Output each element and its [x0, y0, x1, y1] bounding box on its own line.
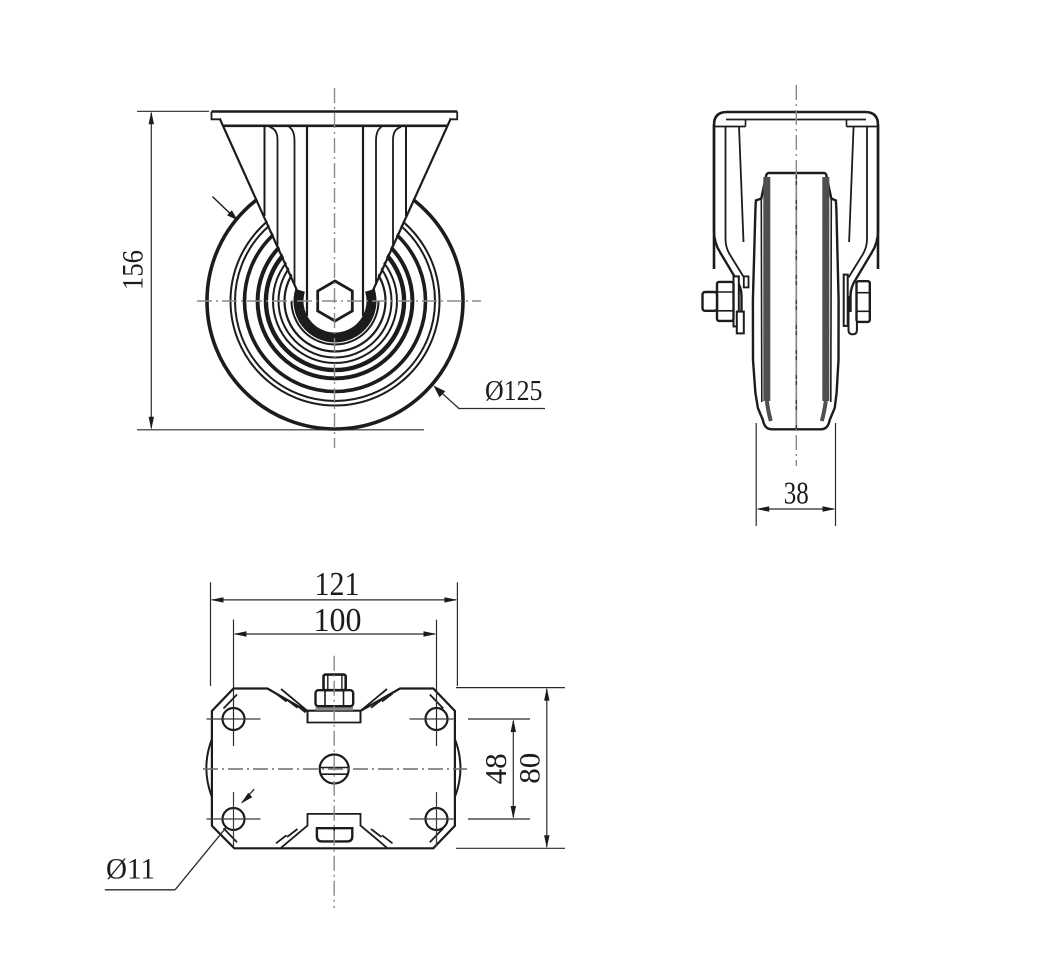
svg-text:121: 121	[315, 566, 360, 603]
svg-text:156: 156	[117, 250, 150, 290]
svg-text:48: 48	[478, 753, 513, 784]
svg-text:Ø125: Ø125	[485, 376, 543, 407]
svg-text:80: 80	[515, 753, 547, 784]
svg-text:38: 38	[784, 475, 809, 510]
svg-text:100: 100	[314, 602, 362, 639]
svg-text:Ø11: Ø11	[106, 853, 155, 886]
